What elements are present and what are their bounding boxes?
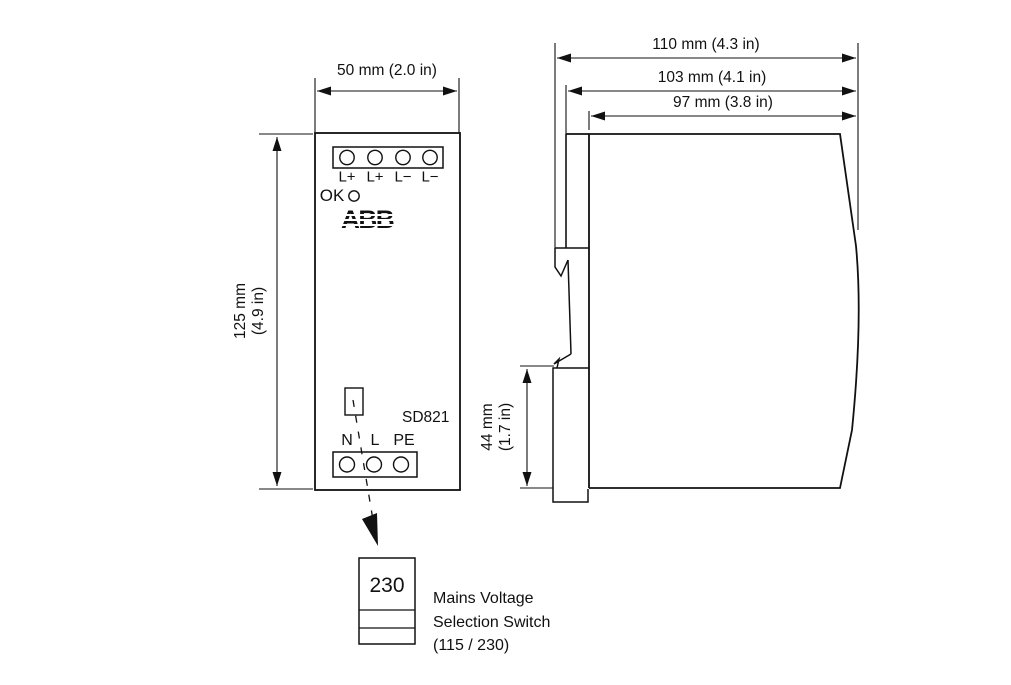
leader-arrowhead: [362, 513, 378, 546]
ac-terminal-block: [332, 451, 418, 478]
abb-logo: ABB: [341, 210, 395, 231]
abb-logo-stripe: [341, 214, 395, 216]
depth-body-dimension-label: 97 mm (3.8 in): [673, 94, 773, 111]
side-body-outline: [566, 133, 860, 489]
ok-led-circle: [348, 190, 360, 202]
width-dimension-label: 50 mm (2.0 in): [337, 62, 437, 79]
switch-caption-line3: (115 / 230): [433, 637, 510, 654]
rail-dimension-label: 44 mm (1.7 in): [479, 403, 515, 451]
dc-terminal-label-1: L+: [338, 168, 356, 186]
side-foot: [552, 367, 589, 503]
height-dimension-label: 125 mm (4.9 in): [232, 283, 268, 339]
front-view: [314, 132, 461, 546]
din-hook-top: [554, 248, 569, 278]
depth-mid-dimension-label: 103 mm (4.1 in): [657, 69, 767, 86]
voltage-switch-outline: [344, 387, 364, 416]
side-view-dimensions: [520, 43, 859, 489]
switch-detail: [358, 557, 416, 645]
ac-terminal-label-n: N: [341, 432, 353, 449]
rail-dimension-mm: 44 mm: [479, 403, 496, 451]
dc-terminal-label-4: L−: [421, 168, 439, 186]
switch-value: 230: [369, 574, 405, 597]
depth-total-dimension-label: 110 mm (4.3 in): [652, 36, 760, 53]
switch-leader-line: [352, 399, 374, 521]
height-dimension-in: (4.9 in): [250, 286, 267, 336]
side-view: [552, 133, 860, 503]
ac-terminal-label-l: L: [370, 432, 380, 449]
abb-logo-stripe: [341, 219, 395, 221]
din-groove: [567, 259, 572, 355]
dc-terminal-block: [332, 146, 444, 169]
abb-logo-stripe: [341, 224, 395, 226]
dc-terminal-label-3: L−: [394, 168, 412, 186]
switch-caption-line2: Selection Switch: [433, 614, 551, 631]
front-view-dimensions: [259, 78, 460, 490]
din-hook-bottom: [553, 353, 572, 369]
height-dimension-mm: 125 mm: [232, 283, 249, 339]
dc-terminal-label-2: L+: [366, 168, 384, 186]
ok-led-label: OK: [319, 186, 345, 205]
model-label: SD821: [402, 409, 450, 426]
switch-caption-line1: Mains Voltage: [433, 590, 534, 607]
switch-detail-box: [358, 557, 416, 645]
ac-terminal-label-pe: PE: [393, 432, 415, 449]
rail-dimension-in: (1.7 in): [497, 402, 514, 452]
front-body-outline: [314, 132, 461, 491]
